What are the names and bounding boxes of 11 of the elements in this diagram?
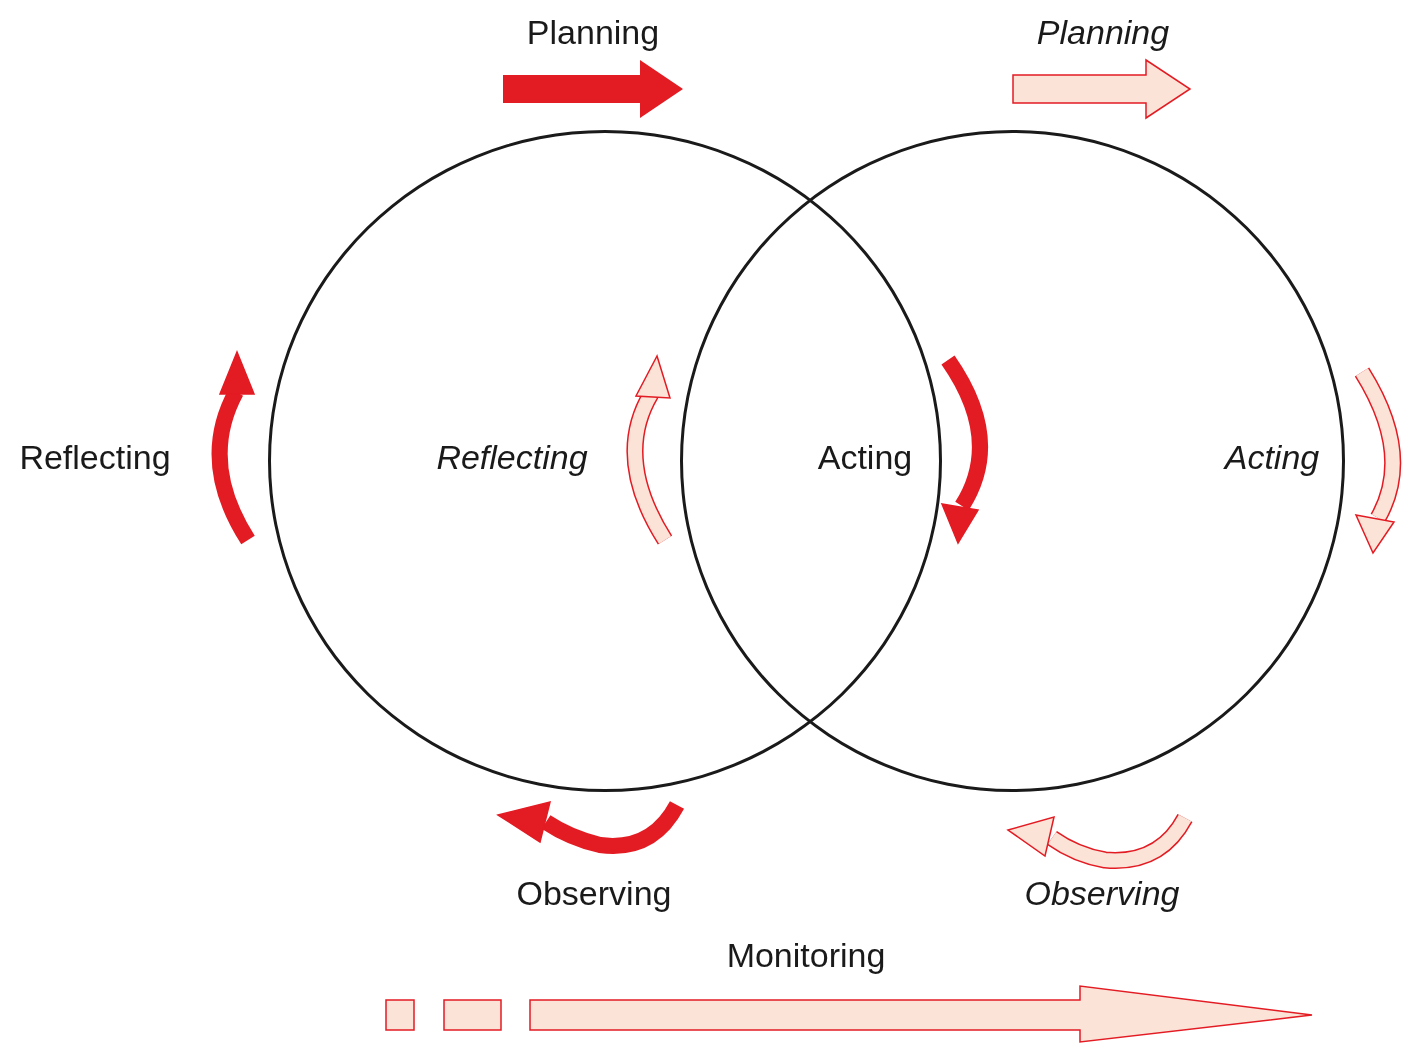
stage-label: Acting <box>1224 440 1320 474</box>
stage-label: Observing <box>516 876 672 910</box>
circle-outline <box>680 130 1345 792</box>
stage-label: Reflecting <box>19 440 171 474</box>
circle-outline <box>268 130 942 792</box>
stage-label: Monitoring <box>726 938 886 972</box>
stage-label: Observing <box>1024 876 1180 910</box>
stage-label: Planning <box>526 15 660 49</box>
stage-label: Acting <box>817 440 913 474</box>
stage-label: Reflecting <box>436 440 588 474</box>
stage-label: Planning <box>1036 15 1170 49</box>
